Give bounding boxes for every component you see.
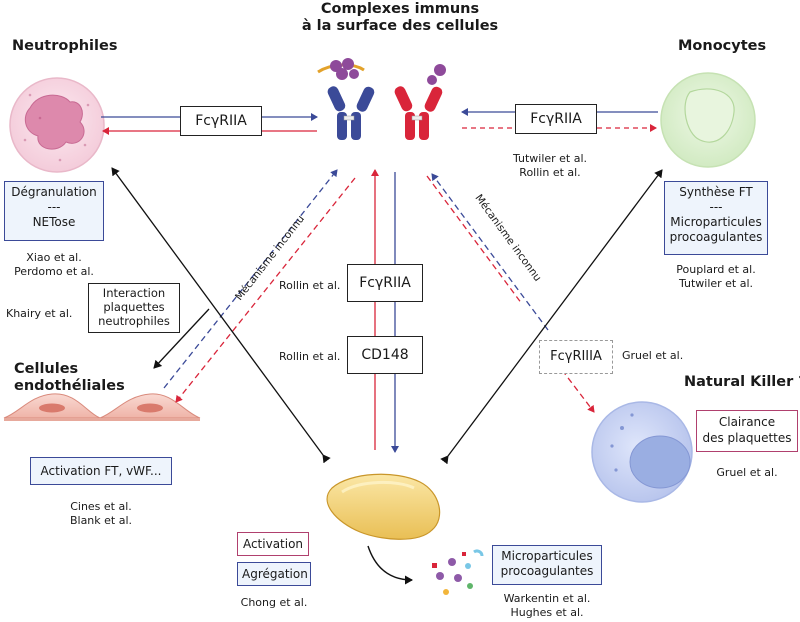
arrow-nk-red-lower — [561, 369, 595, 413]
ref-line: Rollin et al. — [519, 166, 581, 179]
interaction-line: Interaction — [102, 286, 166, 300]
microparticles-icon — [432, 549, 484, 595]
receptor-box-monocyte: FcγRIIA — [515, 104, 597, 134]
effect-line: --- — [709, 200, 723, 214]
microparticles-box: Microparticules procoagulantes — [492, 545, 602, 585]
center2-ref: Rollin et al. — [279, 350, 341, 363]
interaction-line: neutrophiles — [98, 314, 170, 328]
center-title: Complexes immuns à la surface des cellul… — [280, 1, 520, 35]
ref-line: Blank et al. — [69, 514, 133, 527]
receptor-box-center1: FcγRIIA — [347, 264, 423, 302]
ref-line: Tutwiler et al. — [512, 152, 588, 165]
endothelial-refs: Cines et al. Blank et al. — [30, 500, 172, 528]
microparticle-release-arrow — [367, 545, 413, 585]
mp-line: Microparticules — [501, 549, 593, 563]
arrow-interaction-endothelial — [153, 308, 210, 369]
ref-line: Pouplard et al. — [676, 263, 756, 276]
arrow-nk-blue — [431, 173, 549, 331]
ref-line: Warkentin et al. — [503, 592, 591, 605]
monocyte-cell-icon — [660, 72, 756, 168]
nk-effects-box: Clairance des plaquettes — [696, 410, 798, 452]
platelet-activation-box: Activation — [237, 532, 309, 556]
monocyte-refs: Pouplard et al. Tutwiler et al. — [664, 263, 768, 291]
neutrophil-refs: Xiao et al. Perdomo et al. — [4, 251, 104, 279]
ref-line: Cines et al. — [70, 500, 132, 513]
ref-line: Xiao et al. — [26, 251, 82, 264]
center-title-line1: Complexes immuns — [320, 1, 480, 17]
monocyte-effects-box: Synthèse FT --- Microparticules procoagu… — [664, 181, 768, 255]
endothelial-cells-icon — [3, 393, 201, 421]
nk-refs: Gruel et al. — [716, 466, 778, 479]
nk-cell-icon — [591, 401, 693, 503]
neutrophiles-title: Neutrophiles — [12, 38, 118, 54]
interaction-box: Interaction plaquettes neutrophiles — [88, 283, 180, 333]
effect-line: Dégranulation — [11, 185, 97, 199]
effect-line: NETose — [32, 215, 76, 229]
endothelial-title-line2: endothéliales — [14, 378, 125, 394]
ref-line: Perdomo et al. — [14, 265, 94, 278]
interaction-line: plaquettes — [103, 300, 165, 314]
receptor-box-center2: CD148 — [347, 336, 423, 374]
endothelial-title: Cellules endothéliales — [14, 361, 125, 395]
arrow-neutrophil-platelet — [111, 167, 331, 464]
effect-line: Synthèse FT — [679, 185, 753, 199]
platelet-aggregation-box: Agrégation — [237, 562, 311, 586]
ref-line: Tutwiler et al. — [678, 277, 754, 290]
effect-line: procoagulantes — [669, 230, 763, 244]
effect-line: des plaquettes — [702, 431, 792, 445]
monocytes-title: Monocytes — [678, 38, 767, 54]
monocyte-receptor-refs: Tutwiler et al. Rollin et al. — [490, 152, 610, 180]
endothelial-title-line1: Cellules — [14, 361, 79, 377]
immune-complex-red-icon — [394, 64, 446, 140]
ref-line: Hughes et al. — [510, 606, 584, 619]
receptor-box-nk: FcγRIIIA — [539, 340, 613, 374]
platelet-icon — [326, 473, 441, 540]
endothelial-effects-box: Activation FT, vWF... — [30, 457, 172, 485]
platelet-refs: Chong et al. — [240, 596, 308, 609]
receptor-box-neutrophil: FcγRIIA — [180, 106, 262, 136]
effect-line: --- — [47, 200, 61, 214]
effect-line: Clairance — [718, 415, 776, 429]
nk-receptor-ref: Gruel et al. — [622, 349, 684, 362]
nk-title: Natural Killer ? — [684, 374, 800, 390]
neutrophil-cell-icon — [9, 77, 105, 173]
center-title-line2: à la surface des cellules — [301, 18, 499, 34]
arrow-monocyte-platelet — [440, 169, 663, 465]
center1-ref: Rollin et al. — [279, 279, 341, 292]
interaction-ref: Khairy et al. — [6, 307, 73, 320]
effect-line: Microparticules — [670, 215, 762, 229]
mp-line: procoagulantes — [500, 564, 594, 578]
microparticles-refs: Warkentin et al. Hughes et al. — [488, 592, 606, 620]
neutrophil-effects-box: Dégranulation --- NETose — [4, 181, 104, 241]
immune-complex-blue-icon — [317, 58, 375, 140]
